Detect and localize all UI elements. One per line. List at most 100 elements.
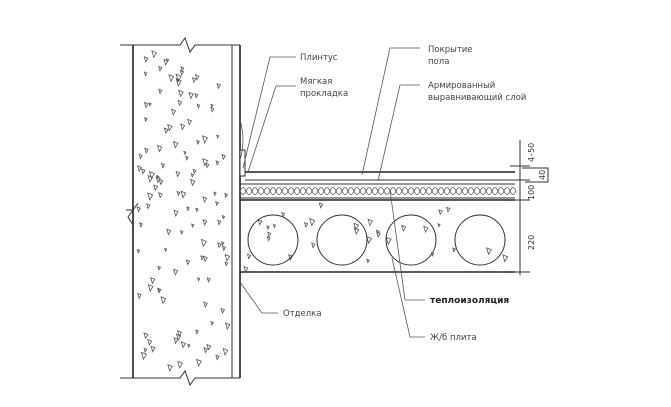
concrete-aggregate <box>210 106 215 113</box>
dim-220: 220 <box>527 235 536 250</box>
concrete-aggregate <box>147 338 153 347</box>
concrete-aggregate <box>423 225 429 234</box>
concrete-aggregate <box>376 231 381 238</box>
concrete-aggregate <box>187 118 193 126</box>
concrete-aggregate <box>366 235 373 245</box>
concrete-aggregate <box>137 165 142 173</box>
concrete-aggregate <box>216 83 221 90</box>
concrete-aggregate <box>385 236 392 246</box>
dimension-line: 4–50 40 100 220 <box>510 140 549 275</box>
concrete-aggregate <box>180 66 185 72</box>
concrete-aggregate <box>143 332 149 340</box>
concrete-aggregate <box>160 296 167 305</box>
concrete-aggregate <box>217 242 222 249</box>
concrete-wall <box>120 36 241 387</box>
concrete-aggregate <box>224 322 231 331</box>
label-insulation: теплоизоляция <box>430 296 509 306</box>
concrete-aggregate <box>178 89 184 98</box>
concrete-aggregate <box>309 217 316 227</box>
concrete-aggregate <box>177 360 184 369</box>
concrete-aggregate <box>215 354 220 361</box>
concrete-aggregate <box>148 170 155 180</box>
concrete-aggregate <box>196 358 202 367</box>
concrete-aggregate <box>136 206 141 213</box>
concrete-aggregate <box>153 184 159 192</box>
concrete-aggregate <box>202 196 208 204</box>
concrete-aggregate <box>137 292 142 300</box>
concrete-aggregate <box>194 73 200 81</box>
concrete-aggregate <box>257 219 263 226</box>
concrete-aggregate <box>266 236 271 242</box>
concrete-aggregate <box>147 283 154 292</box>
concrete-aggregate <box>175 73 182 83</box>
slab-hollow <box>385 214 437 266</box>
concrete-aggregate <box>192 168 197 175</box>
concrete-aggregate <box>196 139 200 145</box>
soft-pad <box>239 119 244 161</box>
concrete-aggregate <box>185 155 189 161</box>
concrete-aggregate <box>138 153 143 160</box>
concrete-aggregate <box>221 153 226 161</box>
concrete-aggregate <box>173 268 179 276</box>
concrete-aggregate <box>166 228 172 236</box>
concrete-aggregate <box>188 91 194 100</box>
concrete-aggregate <box>143 56 149 63</box>
concrete-aggregate <box>180 123 186 131</box>
concrete-aggregate <box>140 168 146 175</box>
label-plinth: Плинтус <box>300 53 338 63</box>
concrete-aggregate <box>144 117 148 123</box>
concrete-aggregate <box>150 277 156 285</box>
concrete-aggregate <box>147 192 154 201</box>
concrete-aggregate <box>353 222 360 231</box>
concrete-aggregate <box>140 351 147 361</box>
concrete-aggregate <box>150 345 156 353</box>
concrete-aggregate <box>366 258 370 264</box>
concrete-aggregate <box>163 247 168 253</box>
concrete-aggregate <box>200 255 205 261</box>
label-screed-2: выравнивающий слой <box>428 93 526 103</box>
concrete-aggregate <box>156 144 163 153</box>
concrete-aggregate <box>180 190 187 199</box>
concrete-aggregate <box>165 58 170 63</box>
concrete-aggregate <box>157 287 162 294</box>
concrete-aggregate <box>173 209 179 217</box>
concrete-aggregate <box>486 247 492 256</box>
concrete-aggregate <box>163 58 169 66</box>
concrete-aggregate <box>172 140 179 149</box>
concrete-aggregate <box>191 223 195 229</box>
concrete-aggregate <box>144 147 149 154</box>
concrete-aggregate <box>221 214 226 220</box>
label-soft-pad: Мягкая <box>300 77 332 87</box>
concrete-aggregate <box>200 238 207 248</box>
concrete-aggregate <box>210 103 214 109</box>
concrete-aggregate <box>220 307 226 314</box>
concrete-aggregate <box>202 135 209 144</box>
concrete-aggregate <box>158 65 163 72</box>
concrete-aggregate <box>202 255 208 263</box>
callouts: Плинтус Мягкая прокладка Покрытие пола А… <box>239 45 526 343</box>
concrete-aggregate <box>180 229 184 235</box>
dim-100: 100 <box>527 185 536 200</box>
concrete-aggregate <box>168 74 175 83</box>
concrete-aggregate <box>246 253 252 260</box>
concrete-aggregate <box>177 99 183 107</box>
concrete-aggregate <box>206 277 211 283</box>
concrete-aggregate <box>163 127 169 135</box>
concrete-aggregate <box>190 178 196 187</box>
concrete-aggregate <box>401 224 407 232</box>
concrete-aggregate <box>180 341 187 349</box>
concrete-aggregate <box>213 191 217 197</box>
concrete-aggregate <box>222 347 229 356</box>
concrete-aggregate <box>185 259 191 266</box>
concrete-aggregate <box>138 222 143 228</box>
concrete-aggregate <box>160 162 166 169</box>
concrete-aggregate <box>197 277 201 282</box>
label-floor-cover-2: пола <box>428 57 449 67</box>
concrete-aggregate <box>318 202 324 209</box>
concrete-aggregate <box>243 265 249 274</box>
label-screed: Армированный <box>428 81 495 91</box>
concrete-aggregate <box>158 192 163 199</box>
concrete-aggregate <box>452 247 457 253</box>
dim-4-50: 4–50 <box>527 143 536 162</box>
concrete-aggregate <box>158 178 164 186</box>
